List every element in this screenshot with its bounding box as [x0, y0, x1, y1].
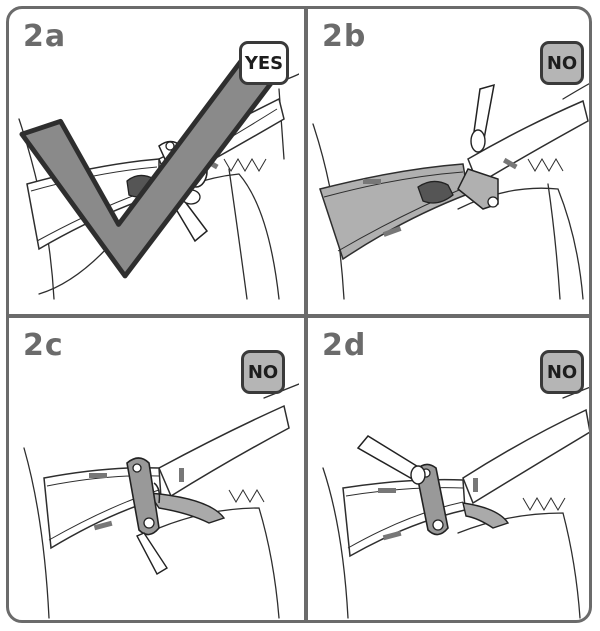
panel-2d: 2d NO: [308, 318, 589, 620]
panel-label: 2a: [23, 19, 67, 54]
illustration-2d: [322, 386, 589, 619]
yes-badge: YES: [239, 41, 289, 85]
panel-2c: 2c NO: [9, 318, 299, 620]
no-badge: NO: [540, 41, 584, 85]
panel-label: 2d: [322, 328, 367, 363]
instruction-diagram: 2a YES: [6, 6, 592, 623]
panel-label: 2b: [322, 19, 367, 54]
no-badge: NO: [540, 350, 584, 394]
no-badge: NO: [241, 350, 285, 394]
illustration-2c: [23, 383, 299, 619]
illustration-2b: [312, 83, 589, 300]
panel-2b: 2b NO: [308, 9, 589, 311]
horizontal-divider: [9, 314, 589, 318]
panel-2a: 2a YES: [9, 9, 299, 311]
panel-label: 2c: [23, 328, 64, 363]
